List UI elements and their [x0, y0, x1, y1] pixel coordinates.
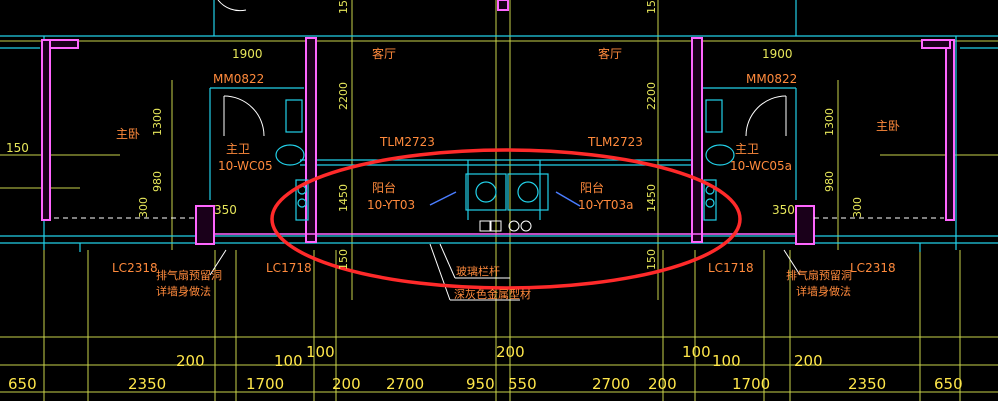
dim-150-left: 150 — [337, 249, 350, 270]
leader-lines — [209, 243, 801, 301]
dim-980-right: 980 — [823, 171, 836, 192]
dim-1500-left: 1500 — [337, 0, 350, 14]
walls — [41, 0, 955, 245]
axis-row2-item: 1700 — [246, 375, 285, 393]
room-label-balcony-right: 阳台 — [580, 181, 605, 195]
dim-2200-left: 2200 — [337, 82, 350, 110]
axis-row1-item: 200 — [794, 352, 823, 370]
dim-1450-left: 1450 — [337, 184, 350, 212]
axis-row2-item: 550 — [508, 375, 537, 393]
room-label-master-bed-left: 主卧 — [116, 127, 141, 141]
vent-note-right-1: 排气扇预留洞 — [786, 269, 852, 282]
room-label-living-left: 客厅 — [372, 47, 397, 61]
vent-note-left-1: 排气扇预留洞 — [156, 269, 222, 282]
dim-1300-right: 1300 — [823, 108, 836, 136]
dim-300-left: 300 — [137, 197, 150, 218]
door-code-right: MM0822 — [746, 72, 798, 86]
window-code-left-inner: LC1718 — [266, 261, 312, 275]
dim-300-right: 300 — [851, 197, 864, 218]
slide-door-code-left: TLM2723 — [380, 135, 435, 149]
dim-980-left: 980 — [151, 171, 164, 192]
fixtures — [275, 99, 735, 221]
balcony-code-left: 10-YT03 — [367, 198, 416, 212]
axis-row2-item: 950 — [466, 375, 495, 393]
door-swings — [217, 0, 787, 137]
dim-1450-right: 1450 — [645, 184, 658, 212]
dim-350-left: 350 — [214, 203, 237, 217]
dim-350-right: 350 — [772, 203, 795, 217]
vent-note-right-2: 详墙身做法 — [796, 285, 851, 298]
dim-2200-right: 2200 — [645, 82, 658, 110]
axis-row2-item: 650 — [8, 375, 37, 393]
dim-150-right: 150 — [645, 249, 658, 270]
room-label-balcony-left: 阳台 — [372, 181, 397, 195]
dim-side-150: 150 — [6, 141, 29, 155]
axis-row1-item: 200 — [496, 343, 525, 361]
axis-row2-item: 2350 — [128, 375, 167, 393]
dim-1900-left: 1900 — [232, 47, 263, 61]
axis-row2-item: 1700 — [732, 375, 771, 393]
axis-row1-item: 100 — [306, 343, 335, 361]
room-label-living-right: 客厅 — [598, 47, 623, 61]
axis-row2-item: 650 — [934, 375, 963, 393]
balcony-code-right: 10-YT03a — [578, 198, 634, 212]
axis-row1-item: 100 — [682, 343, 711, 361]
dim-1300-left: 1300 — [151, 108, 164, 136]
profile-note: 深灰色金属型材 — [454, 288, 531, 301]
vent-note-left-2: 详墙身做法 — [156, 285, 211, 298]
drains — [479, 220, 532, 232]
room-label-master-bath-right: 主卫 — [735, 142, 760, 156]
room-label-master-bath-left: 主卫 — [226, 142, 251, 156]
door-code-left: MM0822 — [213, 72, 265, 86]
highlight-ellipse — [270, 148, 742, 290]
axis-row2-item: 2350 — [848, 375, 887, 393]
axis-row2-item: 200 — [332, 375, 361, 393]
dim-1500-right: 1500 — [645, 0, 658, 14]
axis-row2-item: 2700 — [386, 375, 425, 393]
window-code-left-outer: LC2318 — [112, 261, 158, 275]
bath-code-left: 10-WC05 — [218, 159, 273, 173]
axis-row2-item: 2700 — [592, 375, 631, 393]
axis-row1-item: 100 — [712, 352, 741, 370]
axis-row1-item: 100 — [274, 352, 303, 370]
bath-code-right: 10-WC05a — [730, 159, 792, 173]
window-code-right-outer: LC2318 — [850, 261, 896, 275]
axis-row1-item: 200 — [176, 352, 205, 370]
window-code-right-inner: LC1718 — [708, 261, 754, 275]
dim-1900-right: 1900 — [762, 47, 793, 61]
slide-door-code-right: TLM2723 — [588, 135, 643, 149]
axis-row2-item: 200 — [648, 375, 677, 393]
room-label-master-bed-right: 主卧 — [876, 119, 901, 133]
rail-note: 玻璃栏杆 — [456, 265, 500, 278]
balcony-arrows — [429, 191, 581, 207]
